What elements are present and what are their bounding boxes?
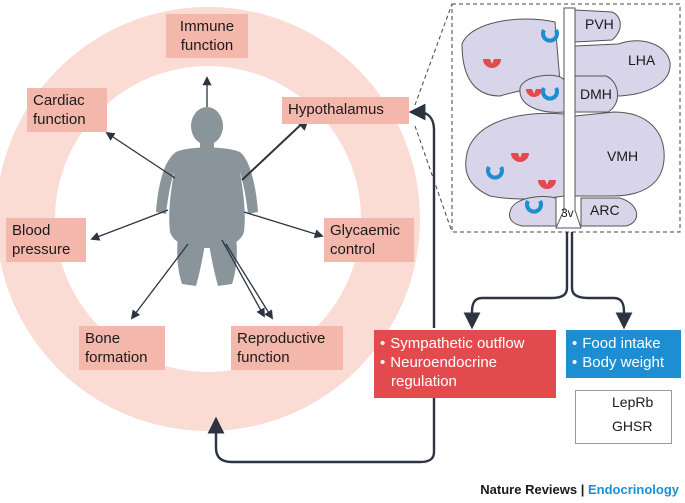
arrows-from-body	[90, 76, 324, 320]
cardiac-function-label: Cardiac function	[27, 88, 107, 132]
credit-separator: |	[577, 482, 588, 497]
region-arc	[580, 197, 637, 227]
ghsr-marker-4	[525, 199, 543, 214]
ghsr-marker-2	[541, 86, 559, 101]
neural-output-box: Sympathetic outflow Neuroendocrine regul…	[374, 330, 556, 398]
dmh-label: DMH	[580, 86, 612, 102]
third-ventricle	[555, 7, 582, 229]
ghsr-marker-3	[486, 165, 504, 180]
flow-arrows	[207, 103, 633, 464]
reproductive-function-label: Reproductive function	[231, 326, 343, 370]
region-pvh	[574, 9, 621, 43]
legend: LepRb GHSR	[575, 390, 672, 444]
behaviour-output-box: Food intake Body weight	[566, 330, 681, 378]
hypothalamus-label: Hypothalamus	[282, 97, 409, 124]
region-vmh	[574, 111, 665, 197]
arc-label: ARC	[590, 202, 620, 218]
neuroendocrine-item-cont: regulation	[391, 373, 457, 390]
legend-leprb-label: LepRb	[612, 394, 654, 410]
glycaemic-control-label: Glycaemic control	[324, 218, 414, 262]
food-intake-item: Food intake	[572, 334, 675, 353]
immune-function-label: Immune function	[166, 14, 248, 58]
body-weight-item: Body weight	[572, 353, 675, 372]
sympathetic-outflow-item: Sympathetic outflow	[380, 334, 550, 353]
vmh-label: VMH	[607, 148, 639, 164]
neuroendocrine-item: Neuroendocrine	[380, 353, 550, 372]
blood-pressure-label: Blood pressure	[6, 218, 86, 262]
lha-label: LHA	[628, 52, 656, 68]
leprb-marker-3	[511, 153, 529, 162]
bone-formation-label: Bone formation	[79, 326, 165, 370]
leprb-marker-4	[538, 180, 556, 189]
human-silhouette-icon	[156, 107, 258, 286]
journal-credit: Nature Reviews | Endocrinology	[480, 482, 679, 497]
legend-ghsr-label: GHSR	[612, 418, 653, 434]
region-dmh	[574, 75, 618, 113]
journal-name: Endocrinology	[588, 482, 679, 497]
publisher-name: Nature Reviews	[480, 482, 578, 497]
pvh-label: PVH	[585, 16, 614, 32]
third-ventricle-label: 3v	[561, 206, 574, 220]
leprb-marker-1	[483, 59, 501, 68]
ghsr-marker-1	[541, 28, 559, 43]
leprb-marker-2	[526, 89, 542, 97]
